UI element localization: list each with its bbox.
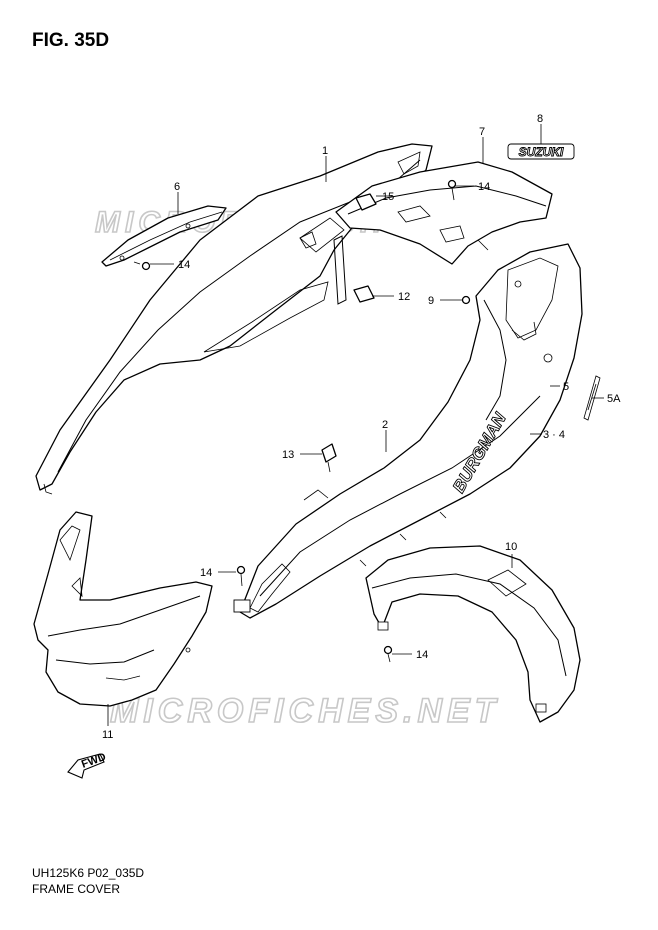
figure-title: FIG. 35D: [32, 30, 110, 51]
callout-5a: 5A: [607, 393, 621, 405]
fwd-arrow-icon: FWD: [67, 751, 108, 779]
callout-7: 7: [479, 126, 485, 138]
callout-3-4: 3 · 4: [543, 429, 565, 441]
callout-2: 2: [382, 419, 388, 431]
part-2-side-body-cover[interactable]: [233, 243, 583, 619]
callout-14-a: 14: [178, 259, 190, 271]
callout-13: 13: [282, 449, 294, 461]
callout-10: 10: [505, 541, 517, 553]
svg-text:FWD: FWD: [80, 751, 108, 771]
figure-code: UH125K6 P02_035D: [32, 866, 145, 880]
part-14-screw-c[interactable]: [236, 565, 246, 587]
callout-1: 1: [322, 145, 328, 157]
part-14-screw-b[interactable]: [447, 179, 457, 201]
part-6-side-garnish[interactable]: [101, 205, 227, 267]
callout-8: 8: [537, 113, 543, 125]
watermark-bottom: MICROFICHES.NET: [110, 692, 500, 730]
leader-lines: [107, 124, 604, 726]
callout-14-b: 14: [478, 181, 490, 193]
callout-11: 11: [102, 729, 113, 741]
callout-12: 12: [398, 291, 410, 303]
part-14-screw-a[interactable]: [133, 261, 151, 271]
bracket-mount: [299, 231, 347, 305]
callout-9: 9: [428, 295, 434, 307]
callout-14-d: 14: [416, 649, 428, 661]
svg-text:SUZUKI: SUZUKI: [519, 145, 564, 159]
part-9-screw[interactable]: [461, 295, 471, 305]
figure-name: FRAME COVER: [32, 882, 121, 896]
suzuki-emblem: SUZUKI: [507, 143, 575, 160]
part-15-clip[interactable]: [355, 193, 377, 211]
part-10-rear-inner-fender[interactable]: [365, 545, 581, 723]
callout-labels: 1 2 3 · 4 5 5A 6 7 8 9 10 11 12 13 14 14…: [102, 113, 621, 741]
part-13-grommet[interactable]: [321, 443, 337, 473]
callout-15: 15: [382, 191, 394, 203]
callout-5: 5: [563, 381, 569, 393]
callout-6: 6: [174, 181, 180, 193]
part-14-screw-d[interactable]: [383, 645, 393, 663]
part-12-clip[interactable]: [353, 285, 375, 303]
part-11-lower-front-cover[interactable]: [33, 511, 213, 707]
callout-14-c: 14: [200, 567, 212, 579]
